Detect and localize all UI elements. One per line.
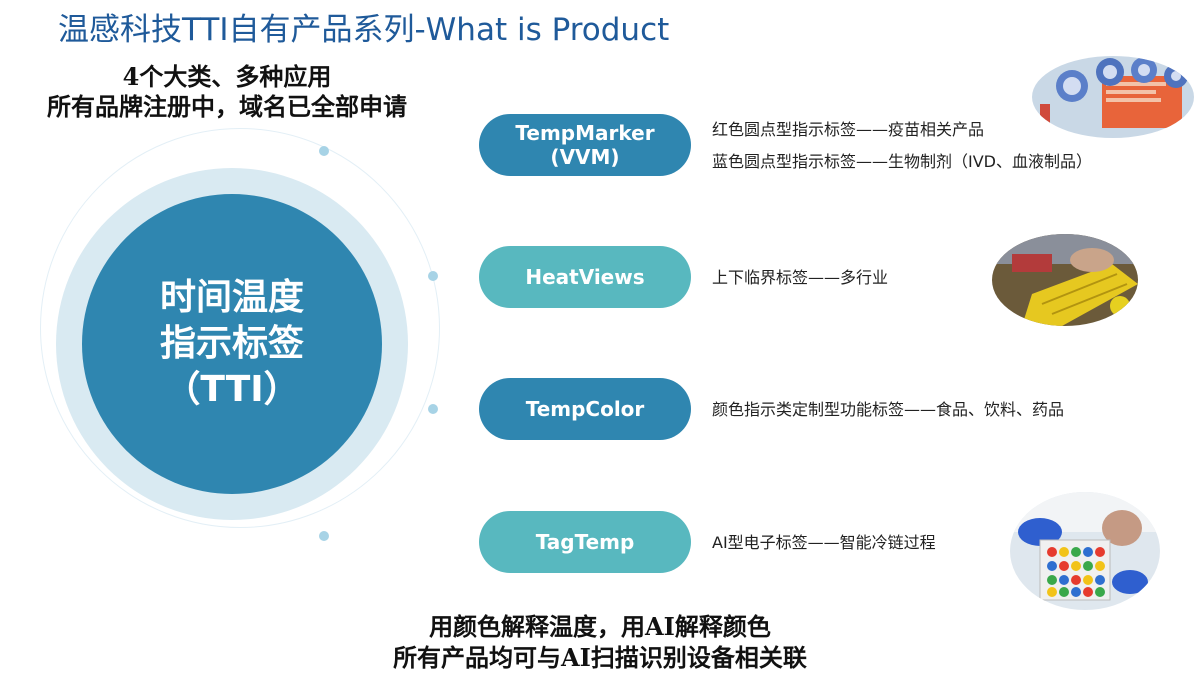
product-pill-heatviews: HeatViews — [479, 246, 691, 308]
product-name: TempColor — [525, 397, 645, 421]
lab-rack-photo — [1010, 492, 1160, 610]
produce-basket-photo — [992, 234, 1138, 326]
product-pill-tempmarker: TempMarker (VVM) — [479, 114, 691, 176]
product-name: TempMarker — [515, 121, 655, 145]
product-name: TagTemp — [535, 530, 635, 554]
product-desc: 上下临界标签——多行业 — [712, 268, 889, 287]
connector-dot — [428, 404, 438, 414]
product-pill-tagtemp: TagTemp — [479, 511, 691, 573]
center-text-line-3: （TTI） — [164, 369, 300, 410]
product-desc: AI型电子标签——智能冷链过程 — [712, 533, 936, 552]
product-name: HeatViews — [525, 265, 645, 289]
bottom-line-2: 所有产品均可与AI扫描识别设备相关联 — [393, 643, 807, 672]
product-desc: 蓝色圆点型指示标签——生物制剂（IVD、血液制品） — [712, 152, 1092, 171]
connector-dot — [319, 146, 329, 156]
connector-dot — [428, 271, 438, 281]
decorative-ring — [40, 128, 440, 528]
subtitle-line-2: 所有品牌注册中，域名已全部申请 — [47, 92, 407, 121]
product-desc: 颜色指示类定制型功能标签——食品、饮料、药品 — [712, 400, 1065, 419]
center-text-line-1: 时间温度 — [159, 277, 304, 318]
page-title: 温感科技TTI自有产品系列-What is Product — [58, 12, 670, 48]
product-desc: 红色圆点型指示标签——疫苗相关产品 — [712, 120, 985, 139]
product-pill-tempcolor: TempColor — [479, 378, 691, 440]
center-circle: 时间温度 指示标签 （TTI） — [82, 194, 382, 494]
center-text-line-2: 指示标签 — [159, 323, 304, 364]
bottom-line-1: 用颜色解释温度，用AI解释颜色 — [429, 612, 771, 641]
connector-dot — [319, 531, 329, 541]
vaccine-vials-photo — [1032, 56, 1194, 138]
product-name-sub: (VVM) — [550, 145, 620, 169]
subtitle-line-1: 4个大类、多种应用 — [122, 62, 332, 91]
